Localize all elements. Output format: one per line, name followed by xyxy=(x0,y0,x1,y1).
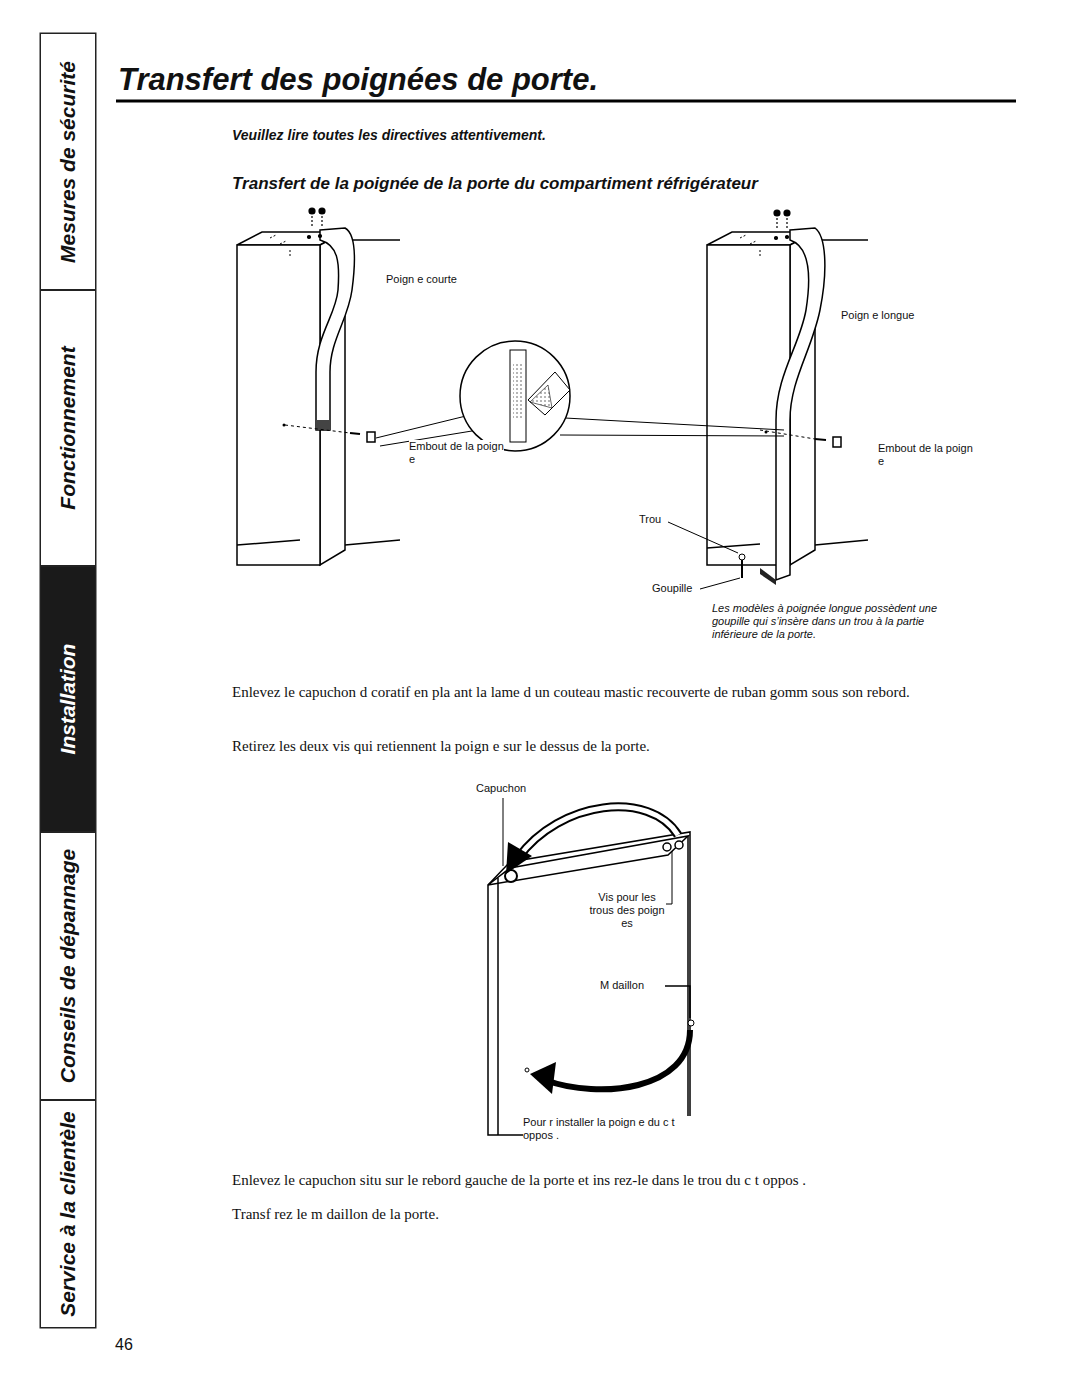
note: Les modèles à poignée longue possèdent u… xyxy=(712,602,972,641)
section-tab: Service à la clientèle xyxy=(40,1100,96,1328)
subheading: Veuillez lire toutes les directives atte… xyxy=(232,125,932,146)
part-label: Vis pour les trous des poign es xyxy=(588,891,666,930)
part-label: Pour r installer la poign e du c t oppos… xyxy=(523,1116,703,1142)
part-label: Goupille xyxy=(652,582,692,595)
section-heading: Transfert de la poignée de la porte du c… xyxy=(232,171,1022,197)
section-tab: Mesures de sécurité xyxy=(40,33,96,290)
tab-label: Mesures de sécurité xyxy=(56,61,80,263)
section-tab: Conseils de dépannage xyxy=(40,832,96,1100)
part-label: Capuchon xyxy=(476,782,526,795)
tab-label: Fonctionnement xyxy=(56,346,80,509)
body-text: Enlevez le capuchon situ sur le rebord g… xyxy=(232,1169,1022,1192)
part-label: Trou xyxy=(639,513,661,526)
section-tab: Fonctionnement xyxy=(40,290,96,566)
part-label: M daillon xyxy=(600,979,644,992)
part-label: Embout de la poign e xyxy=(409,440,504,466)
tab-label: Service à la clientèle xyxy=(56,1111,80,1316)
page-title: Transfert des poignées de porte. xyxy=(118,62,598,98)
part-label: Poign e longue xyxy=(841,309,914,322)
body-text: Enlevez le capuchon d coratif en pla ant… xyxy=(232,681,1002,704)
page-number: 46 xyxy=(115,1333,175,1357)
tab-label: Installation xyxy=(56,644,80,755)
body-text: Retirez les deux vis qui retiennent la p… xyxy=(232,735,1002,758)
tab-label: Conseils de dépannage xyxy=(56,849,80,1084)
body-text: Transf rez le m daillon de la porte. xyxy=(232,1203,1002,1226)
part-label: Poign e courte xyxy=(386,273,457,286)
part-label: Embout de la poign e xyxy=(878,442,973,468)
section-tab: Installation xyxy=(40,566,96,832)
